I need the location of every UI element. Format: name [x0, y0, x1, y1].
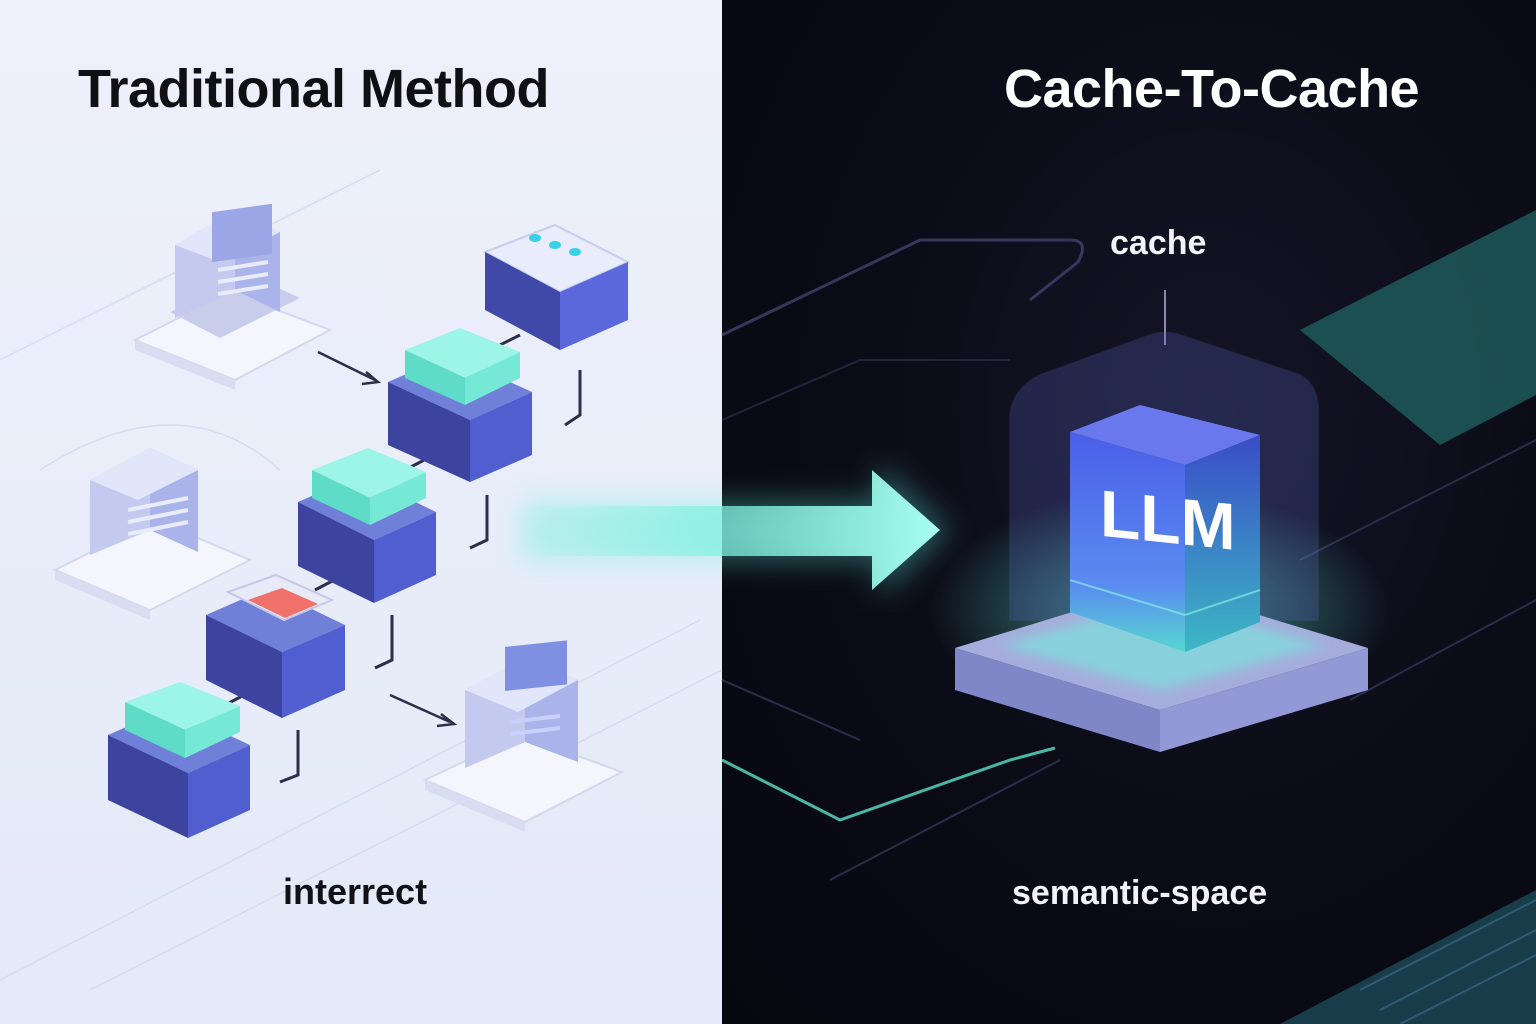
server-cube-icon [388, 328, 532, 482]
cache-label: cache [1110, 224, 1207, 262]
server-cube-icon [482, 223, 631, 350]
arrow-right-icon [520, 462, 950, 598]
computer-terminal-icon [52, 448, 253, 620]
computer-terminal-icon [132, 203, 333, 390]
server-cube-icon [108, 682, 250, 838]
server-cube-icon [206, 573, 345, 718]
right-edge-panels [1280, 210, 1536, 1024]
computer-terminal-icon [422, 640, 625, 832]
arrow-right-icon [389, 693, 458, 728]
arrow-right-icon [317, 350, 382, 386]
traditional-method-title: Traditional Method [78, 59, 550, 119]
right-circuit-traces [721, 238, 1536, 881]
semantic-space-label: semantic-space [1012, 874, 1268, 912]
server-cube-icon [298, 448, 436, 603]
llm-cache-core [930, 331, 1390, 752]
cache-to-cache-title: Cache-To-Cache [1004, 59, 1420, 119]
left-caption: interrect [283, 871, 428, 912]
